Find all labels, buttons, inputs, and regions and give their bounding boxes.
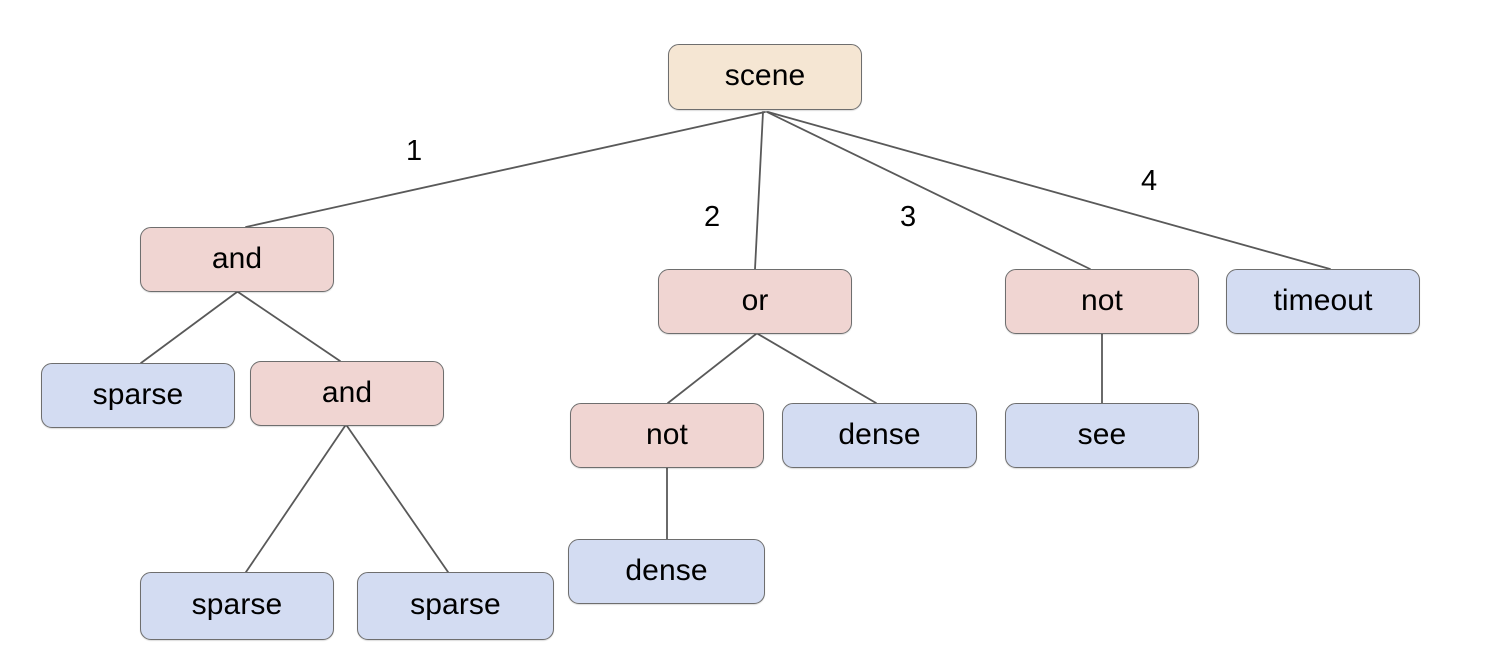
- tree-node-label: not: [1080, 283, 1123, 317]
- tree-edge: [767, 111, 1331, 270]
- tree-node-dense1[interactable]: dense: [782, 403, 977, 468]
- tree-edge: [754, 111, 764, 270]
- tree-node-see[interactable]: see: [1005, 403, 1199, 468]
- tree-node-label: or: [741, 283, 769, 317]
- tree-node-scene[interactable]: scene: [668, 44, 862, 110]
- tree-node-label: scene: [724, 59, 806, 92]
- tree-node-label: sparse: [191, 588, 283, 621]
- tree-edge: [346, 425, 449, 573]
- tree-node-label: dense: [625, 553, 708, 587]
- tree-node-and2[interactable]: and: [250, 361, 444, 426]
- tree-node-label: see: [1077, 417, 1127, 451]
- edge-label-2: 2: [704, 201, 721, 233]
- tree-edge: [766, 111, 1091, 270]
- tree-edge: [667, 333, 757, 404]
- tree-node-dense2[interactable]: dense: [568, 539, 765, 604]
- tree-node-not2[interactable]: not: [570, 403, 764, 468]
- tree-node-not1[interactable]: not: [1005, 269, 1199, 334]
- tree-node-label: and: [211, 241, 263, 275]
- tree-node-label: not: [645, 417, 688, 451]
- tree-edge: [237, 291, 341, 362]
- tree-node-label: and: [321, 375, 373, 409]
- tree-edge: [245, 111, 766, 228]
- tree-node-label: dense: [838, 417, 921, 451]
- edge-label-1: 1: [406, 135, 423, 167]
- tree-node-label: timeout: [1273, 283, 1373, 317]
- tree-node-or1[interactable]: or: [658, 269, 852, 334]
- edge-label-4: 4: [1141, 165, 1158, 197]
- tree-node-sparse2[interactable]: sparse: [140, 572, 334, 640]
- tree-node-timeout[interactable]: timeout: [1226, 269, 1420, 334]
- tree-node-label: sparse: [92, 377, 184, 411]
- edge-label-3: 3: [900, 201, 917, 233]
- tree-node-sparse3[interactable]: sparse: [357, 572, 554, 640]
- tree-node-label: sparse: [410, 588, 501, 621]
- tree-edge: [140, 291, 238, 364]
- tree-node-and1[interactable]: and: [140, 227, 334, 292]
- tree-edge: [757, 333, 877, 404]
- tree-edge: [245, 425, 346, 573]
- tree-node-sparse1[interactable]: sparse: [41, 363, 235, 428]
